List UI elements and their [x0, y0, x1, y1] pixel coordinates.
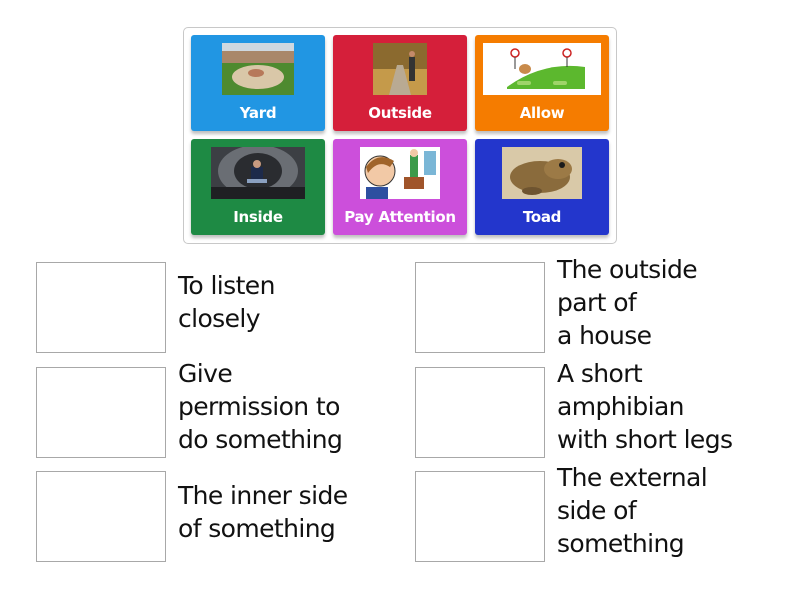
tile-label: Yard: [239, 104, 277, 122]
definition-line: part of: [557, 288, 637, 317]
definition-line: To listen: [178, 271, 275, 300]
definition-line: something: [557, 529, 685, 558]
definition-5: The inner side of something: [178, 479, 348, 545]
definition-3: Give permission to do something: [178, 357, 343, 456]
definition-line: A short: [557, 359, 643, 388]
tile-yard[interactable]: Yard: [191, 35, 325, 131]
drop-zone-1[interactable]: [36, 262, 166, 353]
tile-toad[interactable]: Toad: [475, 139, 609, 235]
tunnel-image: [211, 147, 305, 199]
drop-zone-6[interactable]: [415, 471, 545, 562]
drop-zone-5[interactable]: [36, 471, 166, 562]
definition-6: The external side of something: [557, 461, 708, 560]
drop-zone-4[interactable]: [415, 367, 545, 458]
tile-label: Outside: [368, 104, 432, 122]
definition-line: permission to: [178, 392, 340, 421]
definition-line: amphibian: [557, 392, 685, 421]
tile-label: Pay Attention: [344, 208, 456, 226]
dog-signs-image: [483, 43, 601, 95]
tile-outside[interactable]: Outside: [333, 35, 467, 131]
tile-inside[interactable]: Inside: [191, 139, 325, 235]
outdoor-path-image: [373, 43, 427, 95]
backyard-image: [222, 43, 294, 95]
definition-2: The outside part of a house: [557, 253, 698, 352]
tile-label: Toad: [522, 208, 562, 226]
tile-label: Allow: [519, 104, 565, 122]
definition-1: To listen closely: [178, 269, 275, 335]
definition-line: do something: [178, 425, 343, 454]
definition-line: a house: [557, 321, 652, 350]
definition-line: The outside: [557, 255, 698, 284]
tile-label: Inside: [233, 208, 283, 226]
drop-zone-2[interactable]: [415, 262, 545, 353]
definition-line: Give: [178, 359, 233, 388]
definition-line: The inner side: [178, 481, 348, 510]
answer-tiles-tray: Yard Outside: [183, 27, 617, 244]
definition-line: side of: [557, 496, 637, 525]
tile-pay-attention[interactable]: Pay Attention: [333, 139, 467, 235]
drop-zone-3[interactable]: [36, 367, 166, 458]
definition-line: of something: [178, 514, 336, 543]
definition-4: A short amphibian with short legs: [557, 357, 733, 456]
boy-listening-image: [360, 147, 440, 199]
toad-image: [502, 147, 582, 199]
tile-allow[interactable]: Allow: [475, 35, 609, 131]
definition-line: The external: [557, 463, 708, 492]
definition-line: with short legs: [557, 425, 733, 454]
definition-line: closely: [178, 304, 261, 333]
